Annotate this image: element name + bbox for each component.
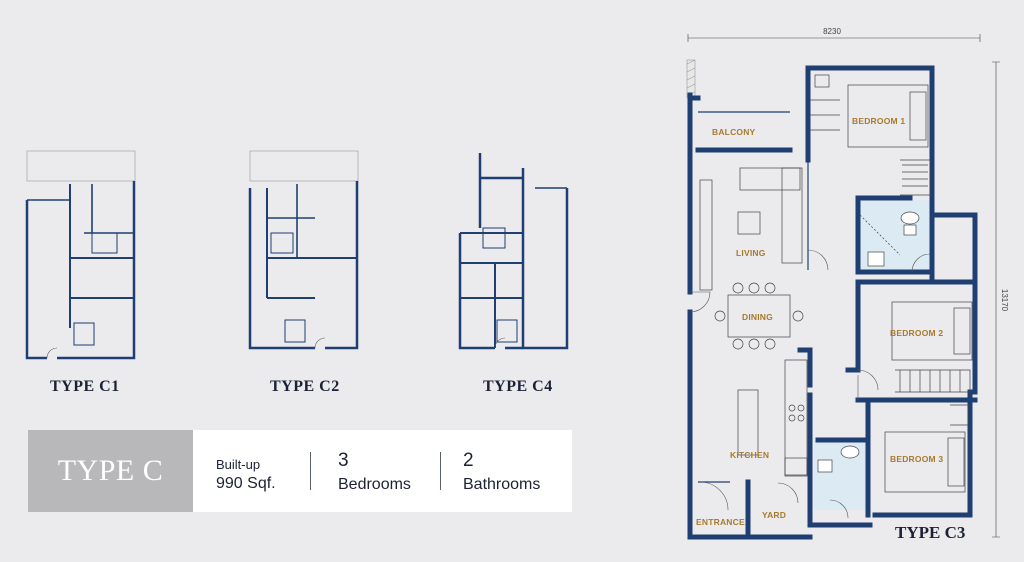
room-label-entrance: ENTRANCE — [696, 517, 745, 527]
builtup-value: 990 Sqf. — [216, 475, 276, 492]
kitchen-furniture — [737, 359, 808, 477]
thumbnail-label-c1: TYPE C1 — [50, 378, 120, 395]
walls — [687, 65, 978, 540]
bedroom1-furniture — [810, 74, 931, 196]
room-label-kitchen: KITCHEN — [730, 450, 769, 460]
room-label-bedroom2: BEDROOM 2 — [890, 328, 943, 338]
bedrooms-count: 3 — [338, 450, 349, 471]
room-label-yard: YARD — [762, 510, 786, 520]
partitions — [698, 111, 809, 483]
bath2-fixtures — [817, 445, 860, 473]
info-divider — [310, 452, 311, 490]
bedroom3-furniture — [884, 404, 969, 493]
door-swings — [689, 249, 931, 519]
unit-type-badge: TYPE C — [28, 430, 193, 512]
floor-plan-thumbnail-c4[interactable] — [455, 148, 575, 363]
room-label-bedroom3: BEDROOM 3 — [890, 454, 943, 464]
main-plan-title: TYPE C3 — [895, 523, 966, 542]
balcony-railing — [686, 59, 696, 99]
thumbnail-label-c4: TYPE C4 — [483, 378, 553, 395]
room-label-bedroom1: BEDROOM 1 — [852, 116, 905, 126]
unit-info-bar: TYPE C — [28, 430, 572, 512]
floor-plan-thumbnail-c1[interactable] — [22, 148, 142, 363]
bedrooms-label: Bedrooms — [338, 476, 411, 493]
dimension-lines — [687, 34, 1000, 538]
bath1-fixtures — [859, 211, 920, 267]
info-divider — [440, 452, 441, 490]
thumbnail-label-c2: TYPE C2 — [270, 378, 340, 395]
living-furniture — [699, 167, 803, 291]
dimension-width: 8230 — [823, 27, 841, 36]
floor-plan-thumbnail-c2[interactable] — [245, 148, 365, 363]
bathrooms-count: 2 — [463, 450, 474, 471]
floor-plan-main-c3: 8230 13170 — [686, 27, 1009, 540]
bedroom2-furniture — [891, 301, 973, 393]
dimension-height: 13170 — [1000, 289, 1009, 312]
dining-furniture — [714, 282, 804, 350]
builtup-label: Built-up — [216, 457, 261, 472]
room-label-balcony: BALCONY — [712, 127, 756, 137]
room-label-living: LIVING — [736, 248, 766, 258]
bathrooms-label: Bathrooms — [463, 476, 541, 493]
room-label-dining: DINING — [742, 312, 773, 322]
